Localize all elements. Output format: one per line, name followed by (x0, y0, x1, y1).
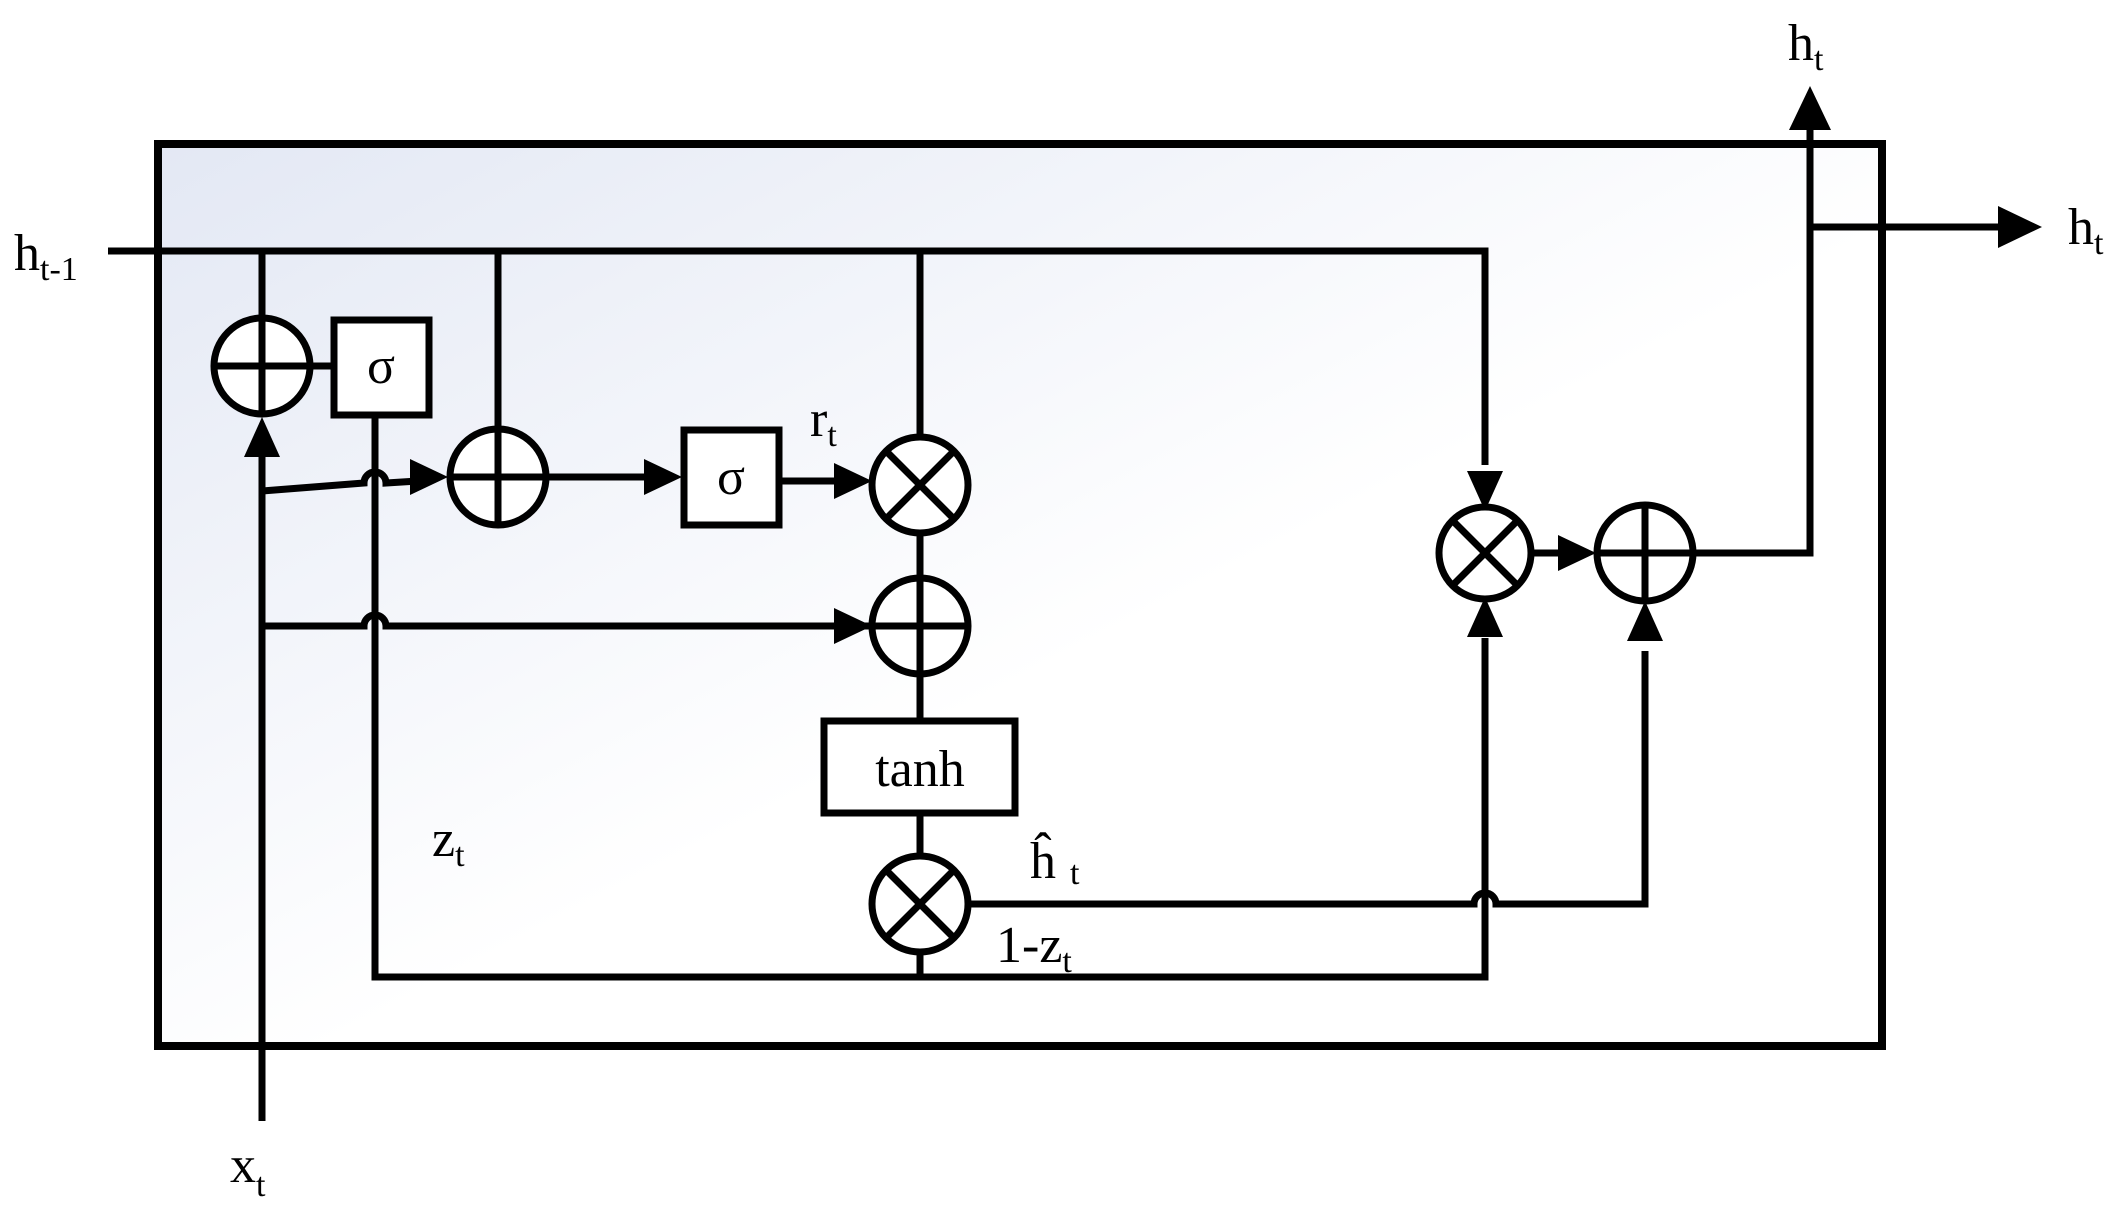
h-prev-line (108, 247, 1489, 465)
reset-adder-node (446, 425, 550, 529)
tanh-label: tanh (875, 741, 965, 798)
h-out-up-label: ht (1788, 15, 1824, 78)
r-label: rt (810, 391, 837, 454)
h-out-right-label: ht (2068, 199, 2104, 262)
final-adder-to-output (1693, 128, 1814, 557)
x-label: xt (230, 1137, 266, 1204)
candidate-adder-node (868, 574, 972, 678)
h-prev-label: ht-1 (14, 225, 78, 288)
arrow-to-reset-mult (834, 463, 872, 499)
one-minus-z-label: 1-zt (996, 917, 1072, 980)
arrow-h-hat-up (1627, 601, 1663, 641)
sigma-reset-label: σ (717, 449, 745, 506)
reset-mult-node (868, 433, 972, 537)
z-label: zt (432, 811, 465, 874)
arrow-to-final-adder (1558, 535, 1596, 571)
h-hat-line (966, 651, 1649, 908)
tanh-gate: tanh (820, 717, 1019, 817)
candidate-mult-node (868, 852, 972, 956)
final-adder-node (1593, 501, 1697, 605)
update-adder-node (210, 314, 314, 418)
arrow-output-right (1998, 206, 2042, 248)
arrow-to-sigma-reset (644, 459, 682, 495)
z-line (371, 414, 1489, 981)
sigma-update-gate: σ (330, 316, 433, 419)
arrow-output-up (1789, 86, 1831, 130)
arrow-x-up (244, 417, 280, 457)
sigma-update-label: σ (367, 338, 395, 395)
sigma-reset-gate: σ (680, 426, 783, 529)
final-mult-node (1435, 503, 1535, 603)
arrowheads (244, 86, 2042, 644)
connections (108, 128, 1998, 1121)
arrow-h-down (1467, 471, 1503, 511)
cell-boundary (154, 140, 1886, 1050)
arrow-z-up (1467, 597, 1503, 637)
arrow-to-candidate-adder (834, 608, 872, 644)
arrow-to-reset-adder (410, 459, 448, 495)
